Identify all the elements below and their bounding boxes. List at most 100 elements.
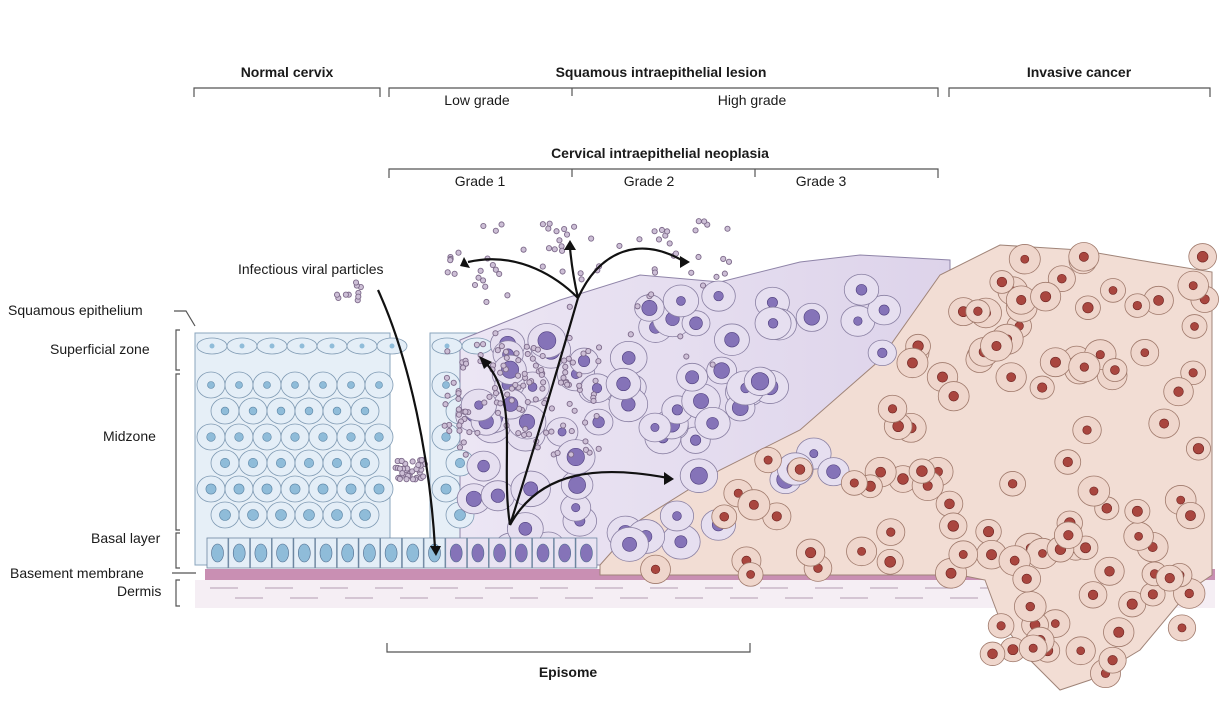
- basal-nucleus: [449, 543, 463, 563]
- cancer-nucleus: [849, 478, 859, 488]
- viral-particle: [588, 235, 595, 242]
- viral-particle: [456, 427, 463, 434]
- viral-particle: [462, 451, 469, 458]
- basal-nucleus: [471, 543, 485, 563]
- cancer-nucleus: [1037, 382, 1048, 393]
- viral-particle: [492, 390, 500, 397]
- viral-particle: [521, 431, 528, 438]
- viral-particle: [545, 225, 552, 232]
- viral-particle: [342, 291, 349, 298]
- viral-particle: [568, 428, 575, 435]
- viral-particle: [460, 364, 467, 371]
- arrowheads: [430, 240, 690, 556]
- infected-nucleus: [518, 521, 533, 536]
- cancer-nucleus: [857, 546, 867, 556]
- viral-particle: [590, 397, 597, 404]
- viral-particle: [559, 247, 566, 254]
- viral-particle: [474, 429, 481, 436]
- viral-particle: [443, 374, 450, 381]
- viral-particle: [592, 377, 599, 384]
- viral-particle: [557, 379, 564, 386]
- cell-nucleus: [329, 343, 335, 349]
- viral-particle: [473, 341, 480, 348]
- basal-nucleus: [297, 543, 311, 563]
- infected-nucleus: [571, 503, 581, 513]
- cancer-nucleus: [986, 549, 997, 561]
- cancer-nucleus: [886, 527, 896, 537]
- viral-particle: [582, 446, 589, 453]
- viral-particle: [455, 249, 462, 256]
- viral-particle: [398, 457, 405, 464]
- cancer-nucleus: [996, 276, 1008, 288]
- cell-nucleus: [235, 381, 243, 389]
- grade3-label: Grade 3: [795, 173, 847, 189]
- viral-particle: [664, 228, 671, 235]
- cancer-nucleus: [1132, 300, 1142, 311]
- viral-particle: [489, 262, 496, 269]
- viral-particle: [683, 353, 690, 360]
- arrow-basal-up: [508, 297, 580, 526]
- cell-nucleus: [359, 509, 371, 521]
- cancer-nucleus: [1080, 542, 1091, 554]
- viral-particle: [512, 381, 519, 388]
- cell-nucleus: [454, 509, 466, 521]
- viral-particle: [713, 273, 720, 280]
- cancer-nucleus: [1007, 644, 1019, 656]
- viral-particle: [418, 457, 425, 464]
- cancer-cells: [640, 242, 1219, 689]
- cancer-nucleus: [1173, 386, 1184, 397]
- cancer-nucleus: [733, 488, 743, 498]
- grade1-label: Grade 1: [454, 173, 506, 189]
- viral-particle: [456, 444, 464, 451]
- cancer-nucleus: [1063, 530, 1074, 541]
- cancer-nucleus: [887, 404, 898, 414]
- cell-nucleus: [209, 343, 215, 349]
- viral-particle: [521, 370, 528, 377]
- viral-particle: [658, 226, 666, 234]
- cancer-nucleus: [1038, 549, 1047, 558]
- cell-nucleus: [440, 483, 452, 495]
- viral-particle: [571, 407, 578, 414]
- viral-particles: [333, 218, 733, 483]
- viral-particle: [534, 346, 541, 353]
- viral-particle: [466, 429, 473, 436]
- midzone-bracket: [175, 373, 180, 531]
- cancer-nucleus: [1188, 368, 1198, 378]
- cancer-nucleus: [650, 564, 661, 574]
- infection-arrow: [376, 289, 437, 549]
- midzone-label: Midzone: [103, 428, 156, 444]
- viral-particle: [441, 422, 448, 429]
- cancer-nucleus: [944, 498, 955, 510]
- viral-particle: [529, 355, 536, 362]
- cancer-nucleus: [1192, 443, 1205, 455]
- cell-nucleus: [332, 406, 342, 416]
- viral-particle: [651, 228, 658, 235]
- cancer-nucleus: [1076, 646, 1086, 656]
- viral-particle: [525, 431, 533, 438]
- basal-nucleus: [406, 543, 420, 563]
- viral-particle: [576, 382, 583, 389]
- viral-particle: [496, 270, 503, 277]
- infected-nucleus: [750, 372, 770, 391]
- cell-nucleus: [263, 381, 271, 389]
- viral-particles-label: Infectious viral particles: [238, 261, 384, 277]
- viral-particle: [725, 258, 733, 265]
- basal-nucleus: [319, 543, 333, 563]
- cell-nucleus: [304, 406, 314, 416]
- infected-nucleus: [671, 404, 683, 416]
- viral-particle: [593, 412, 600, 420]
- viral-particle: [502, 348, 510, 355]
- viral-particle: [569, 359, 576, 366]
- infected-nucleus: [766, 297, 778, 308]
- cancer-nucleus: [1113, 626, 1125, 638]
- infected-nucleus: [650, 423, 660, 432]
- cancer-nucleus: [1196, 251, 1209, 263]
- invasive-cancer-label: Invasive cancer: [1026, 64, 1132, 80]
- viral-particle: [561, 226, 568, 233]
- cell-nucleus: [347, 381, 355, 389]
- arrow-to-grade1: [484, 361, 512, 526]
- viral-particle: [556, 237, 563, 244]
- viral-particle: [471, 281, 479, 289]
- squamous-epithelium-label: Squamous epithelium: [8, 302, 143, 318]
- cancer-nucleus: [1020, 254, 1030, 264]
